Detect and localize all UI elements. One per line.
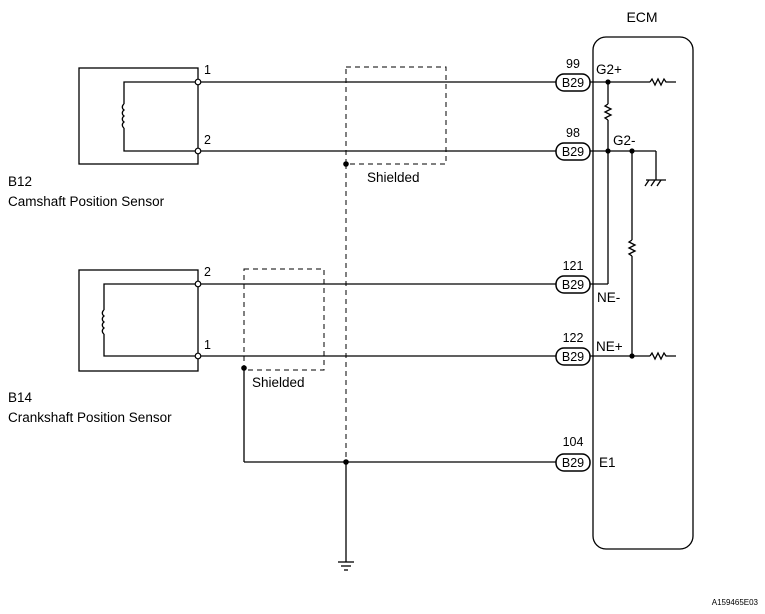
pin-number: 98: [566, 126, 580, 140]
signal-e1: E1: [599, 455, 616, 470]
shield-lower: Shielded: [241, 268, 325, 390]
connector-label: B29: [562, 76, 584, 90]
camshaft-sensor: 1 2 B12 Camshaft Position Sensor: [8, 63, 211, 209]
connector-label: B29: [562, 350, 584, 364]
crankshaft-pin-2: 2: [204, 265, 211, 279]
pin-number: 99: [566, 57, 580, 71]
signal-g2-minus: G2-: [613, 133, 636, 148]
shield-upper: Shielded: [343, 66, 447, 462]
crankshaft-sensor-name: Crankshaft Position Sensor: [8, 410, 172, 425]
connector-b29: [555, 453, 591, 472]
pin-number: 122: [563, 331, 584, 345]
ecm-title: ECM: [626, 9, 657, 25]
coil-icon: [101, 309, 106, 335]
signal-g2-plus: G2+: [596, 62, 622, 77]
harness-wires: [201, 81, 556, 463]
resistor-icon: [649, 351, 676, 361]
pin-number: 104: [563, 435, 584, 449]
crankshaft-pin-1: 1: [204, 338, 211, 352]
coil-icon: [121, 103, 126, 129]
resistor-icon: [649, 77, 676, 87]
chassis-ground-icon: [644, 179, 666, 187]
shield-label-upper: Shielded: [367, 170, 420, 185]
figure-id: A159465E03: [712, 598, 759, 607]
signal-ne-plus: NE+: [596, 339, 623, 354]
camshaft-sensor-code: B12: [8, 174, 32, 189]
resistor-icon: [603, 103, 613, 121]
resistor-icon: [627, 239, 637, 257]
connector-label: B29: [562, 145, 584, 159]
ecm-internal-circuit: G2+ G2- NE- NE+ E1: [590, 62, 676, 470]
camshaft-pin-1: 1: [204, 63, 211, 77]
crankshaft-sensor: 2 1 B14 Crankshaft Position Sensor: [8, 265, 211, 425]
pin-number: 121: [563, 259, 584, 273]
connector-label: B29: [562, 456, 584, 470]
camshaft-pin-2: 2: [204, 133, 211, 147]
shield-label-lower: Shielded: [252, 375, 305, 390]
connector-label: B29: [562, 278, 584, 292]
ground-icon: [338, 561, 354, 571]
camshaft-sensor-name: Camshaft Position Sensor: [8, 194, 165, 209]
connectors: 99 B29 98 B29 121 B29 122 B29 104 B29: [555, 57, 591, 472]
crankshaft-sensor-code: B14: [8, 390, 33, 405]
signal-ne-minus: NE-: [597, 290, 620, 305]
ecm-box: ECM: [592, 9, 694, 550]
shield-drain-wire: [243, 368, 349, 562]
